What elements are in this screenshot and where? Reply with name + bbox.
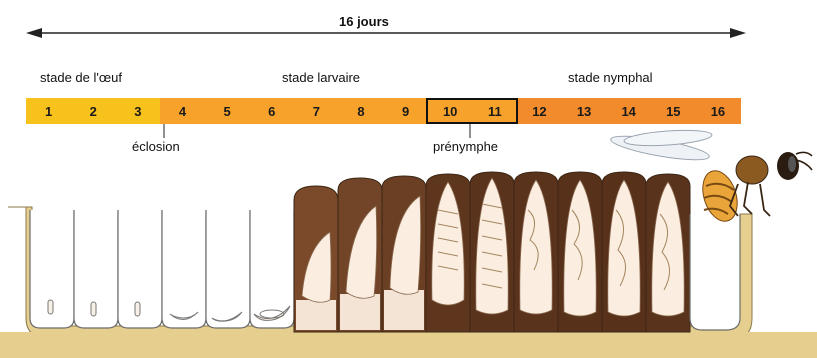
day-cell: 12: [517, 98, 562, 124]
empty-cell: [690, 214, 740, 330]
open-cells: [30, 210, 294, 328]
day-cell: 8: [338, 98, 383, 124]
duration-label: 16 jours: [339, 14, 389, 29]
day-cell: 9: [383, 98, 428, 124]
hatching-label: éclosion: [132, 139, 180, 154]
stage-label-nymph: stade nymphal: [568, 70, 653, 85]
day-cell: 3: [115, 98, 160, 124]
day-cell: 5: [205, 98, 250, 124]
duration-arrow: [26, 28, 746, 38]
day-cell: 13: [562, 98, 607, 124]
day-cell: 15: [651, 98, 696, 124]
day-cell: 4: [160, 98, 205, 124]
day-cell: 16: [695, 98, 740, 124]
day-cell: 14: [606, 98, 651, 124]
day-cell: 6: [249, 98, 294, 124]
prepupa-highlight-box: [426, 98, 518, 124]
day-cell: 7: [294, 98, 339, 124]
stage-label-egg: stade de l'œuf: [40, 70, 122, 85]
day-cell: 2: [71, 98, 116, 124]
day-cell: 1: [26, 98, 71, 124]
prepupa-label: prénymphe: [433, 139, 498, 154]
stage-label-larval: stade larvaire: [282, 70, 360, 85]
